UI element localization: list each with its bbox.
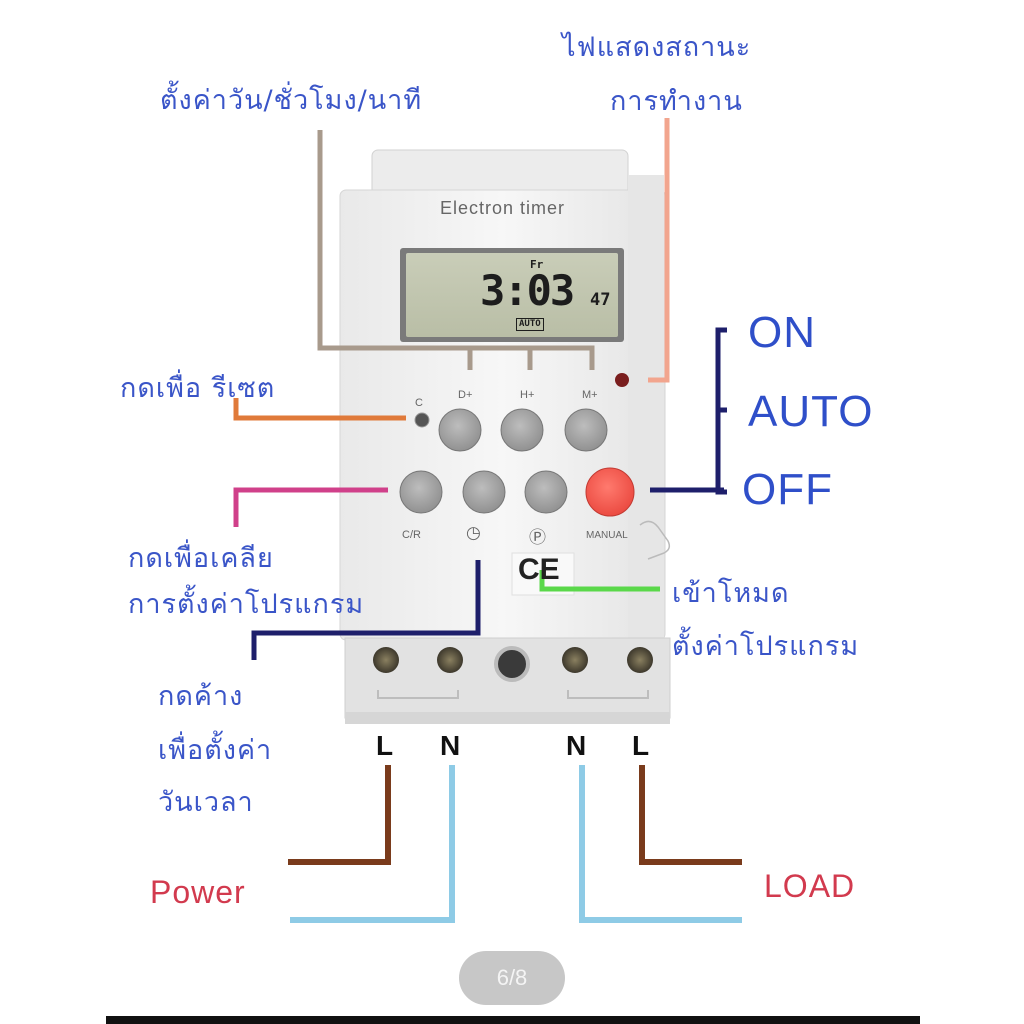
terminal-label-n-load: N (566, 730, 587, 761)
lcd-mode: AUTO (516, 318, 544, 331)
cr-button[interactable] (400, 471, 442, 513)
bottom-bar (106, 1016, 920, 1024)
line-set-time (317, 130, 595, 370)
lcd-screen (406, 253, 618, 337)
reset-pinhole-button[interactable] (413, 411, 431, 429)
d-plus-button-shape (438, 408, 482, 452)
terminal-markings (377, 690, 649, 699)
label-hold-1: กดค้าง (158, 681, 244, 712)
mode-auto-label: AUTO (748, 387, 874, 436)
label-status-light-2: การทำงาน (610, 86, 743, 117)
terminal-hole (494, 646, 530, 682)
label-program-mode-2: ตั้งค่าโปรแกรม (672, 631, 860, 662)
line-program-mode (539, 570, 660, 592)
terminal-label-l-load: L (632, 730, 650, 761)
label-program-mode-1: เข้าโหมด (672, 578, 790, 609)
terminal-label-n-power: N (440, 730, 461, 761)
m-plus-button[interactable] (565, 409, 607, 451)
terminal-screw-4 (627, 647, 653, 673)
clock-icon: ◷ (466, 523, 481, 542)
mode-off-label: OFF (742, 465, 833, 514)
manual-label: MANUAL (586, 530, 628, 541)
terminal-label-l-power: L (376, 730, 394, 761)
line-status-light (648, 118, 670, 383)
program-icon: Ⓟ (529, 528, 546, 547)
terminal-screw-2 (437, 647, 463, 673)
load-label: LOAD (764, 868, 856, 904)
reset-pinhole-shape (414, 412, 430, 428)
h-plus-label: H+ (520, 389, 535, 401)
line-hold (251, 560, 481, 660)
label-status-light-1: ไฟแสดงสถานะ (562, 32, 752, 63)
line-reset (233, 398, 406, 421)
clock-button-shape (462, 470, 506, 514)
terminal-screw-1 (373, 647, 399, 673)
mode-on-label: ON (748, 308, 816, 357)
label-hold-3: วันเวลา (158, 787, 254, 818)
line-clear (233, 487, 388, 527)
power-label: Power (150, 874, 246, 910)
timer-device (339, 149, 671, 724)
wire-load-l (639, 765, 742, 865)
m-plus-button-shape (564, 408, 608, 452)
device-brand-label: Electron timer (440, 198, 566, 218)
status-led-shape (615, 373, 629, 387)
lcd-seconds: 47 (590, 290, 611, 310)
program-button[interactable] (525, 471, 567, 513)
label-reset: กดเพื่อ รีเซต (120, 373, 276, 404)
d-plus-button[interactable] (439, 409, 481, 451)
image-pager[interactable]: 6/8 (459, 951, 565, 1005)
label-hold-2: เพื่อตั้งค่า (158, 735, 273, 766)
wire-power-n (290, 765, 455, 923)
h-plus-button[interactable] (501, 409, 543, 451)
lcd-time: 3:03 (480, 266, 575, 315)
m-plus-label: M+ (582, 389, 598, 401)
wire-power-l (288, 765, 391, 865)
lcd-day: Fr (530, 258, 544, 271)
cr-button-shape (399, 470, 443, 514)
hand-pointer-icon (639, 520, 671, 560)
manual-button-shape (585, 467, 635, 517)
ce-mark: CE (518, 553, 560, 586)
terminal-screw-3 (562, 647, 588, 673)
label-set-day-time: ตั้งค่าวัน/ชั่วโมง/นาที (160, 85, 423, 116)
d-plus-label: D+ (458, 389, 473, 401)
clock-button[interactable] (463, 471, 505, 513)
reset-label: C (415, 397, 423, 409)
h-plus-button-shape (500, 408, 544, 452)
label-clear-2: การตั้งค่าโปรแกรม (128, 589, 365, 620)
wire-load-n (579, 765, 742, 923)
device-side (628, 175, 664, 645)
manual-button[interactable] (586, 468, 634, 516)
label-clear-1: กดเพื่อเคลีย (128, 543, 274, 574)
cr-label: C/R (402, 529, 421, 541)
terminal-block-base (345, 712, 670, 724)
program-button-shape (524, 470, 568, 514)
